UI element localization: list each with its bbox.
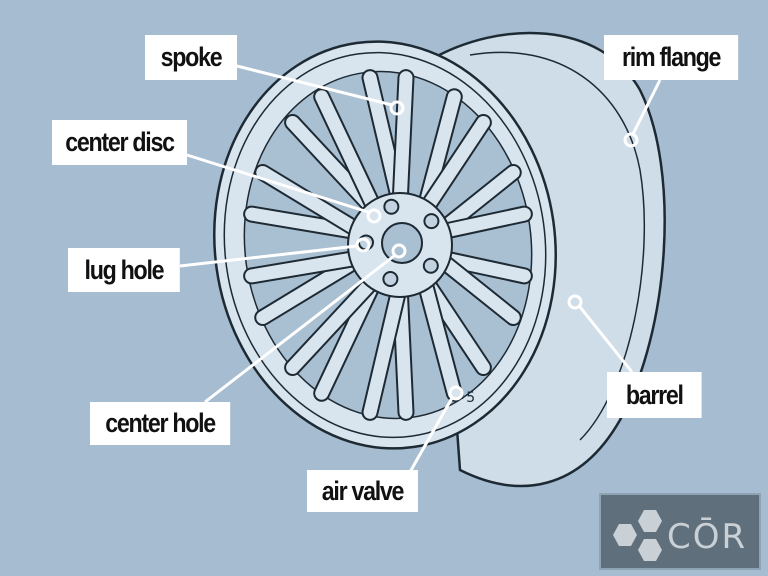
label-text: spoke <box>160 42 223 72</box>
label-text: center disc <box>65 127 175 157</box>
label-text: center hole <box>105 408 216 438</box>
spoke <box>286 270 383 375</box>
leader-lug-hole <box>179 244 358 268</box>
marker-center-disc <box>366 208 382 224</box>
label-air-valve: air valve <box>307 470 418 512</box>
marker-lug-hole <box>355 237 371 253</box>
spoke <box>431 250 520 325</box>
wheel-lip <box>223 51 547 439</box>
leader-center-disc <box>186 153 369 214</box>
logo-mark: CŌR <box>613 510 747 561</box>
label-rim-flange: rim flange <box>604 35 739 80</box>
spoke <box>245 250 369 283</box>
label-text: barrel <box>625 379 684 410</box>
leader-center-hole <box>204 254 395 404</box>
spoke <box>417 270 461 400</box>
spoke <box>315 90 383 220</box>
lug-hole <box>382 270 399 287</box>
spoke <box>363 278 407 419</box>
lug-hole <box>383 198 400 215</box>
label-spoke: spoke <box>145 35 238 80</box>
leader-spoke <box>236 64 393 107</box>
lug-hole <box>422 257 439 274</box>
label-text: lug hole <box>84 254 165 285</box>
lug-holes <box>358 198 440 287</box>
label-text: rim flange <box>622 42 721 72</box>
marker-rim-flange <box>623 132 639 148</box>
spoke <box>417 115 490 220</box>
spoke <box>431 207 531 240</box>
label-lug-hole: lug hole <box>68 248 180 292</box>
marker-air-valve <box>448 385 464 401</box>
marker-barrel <box>567 294 583 310</box>
logo-text: CŌR <box>667 517 747 557</box>
label-text: air valve <box>321 475 405 506</box>
label-center-disc: center disc <box>52 120 188 165</box>
leader-rim-flange <box>631 79 662 135</box>
leader-barrel <box>578 306 634 373</box>
lug-hole <box>358 234 375 251</box>
marker-spoke <box>389 100 405 116</box>
brand-logo: CŌR <box>599 493 761 570</box>
label-center-hole: center hole <box>90 402 231 445</box>
label-barrel: barrel <box>607 372 702 418</box>
lug-hole <box>423 213 440 230</box>
marker-center-hole <box>391 243 407 259</box>
spoke <box>393 71 413 212</box>
leader-air-valve <box>408 397 454 473</box>
